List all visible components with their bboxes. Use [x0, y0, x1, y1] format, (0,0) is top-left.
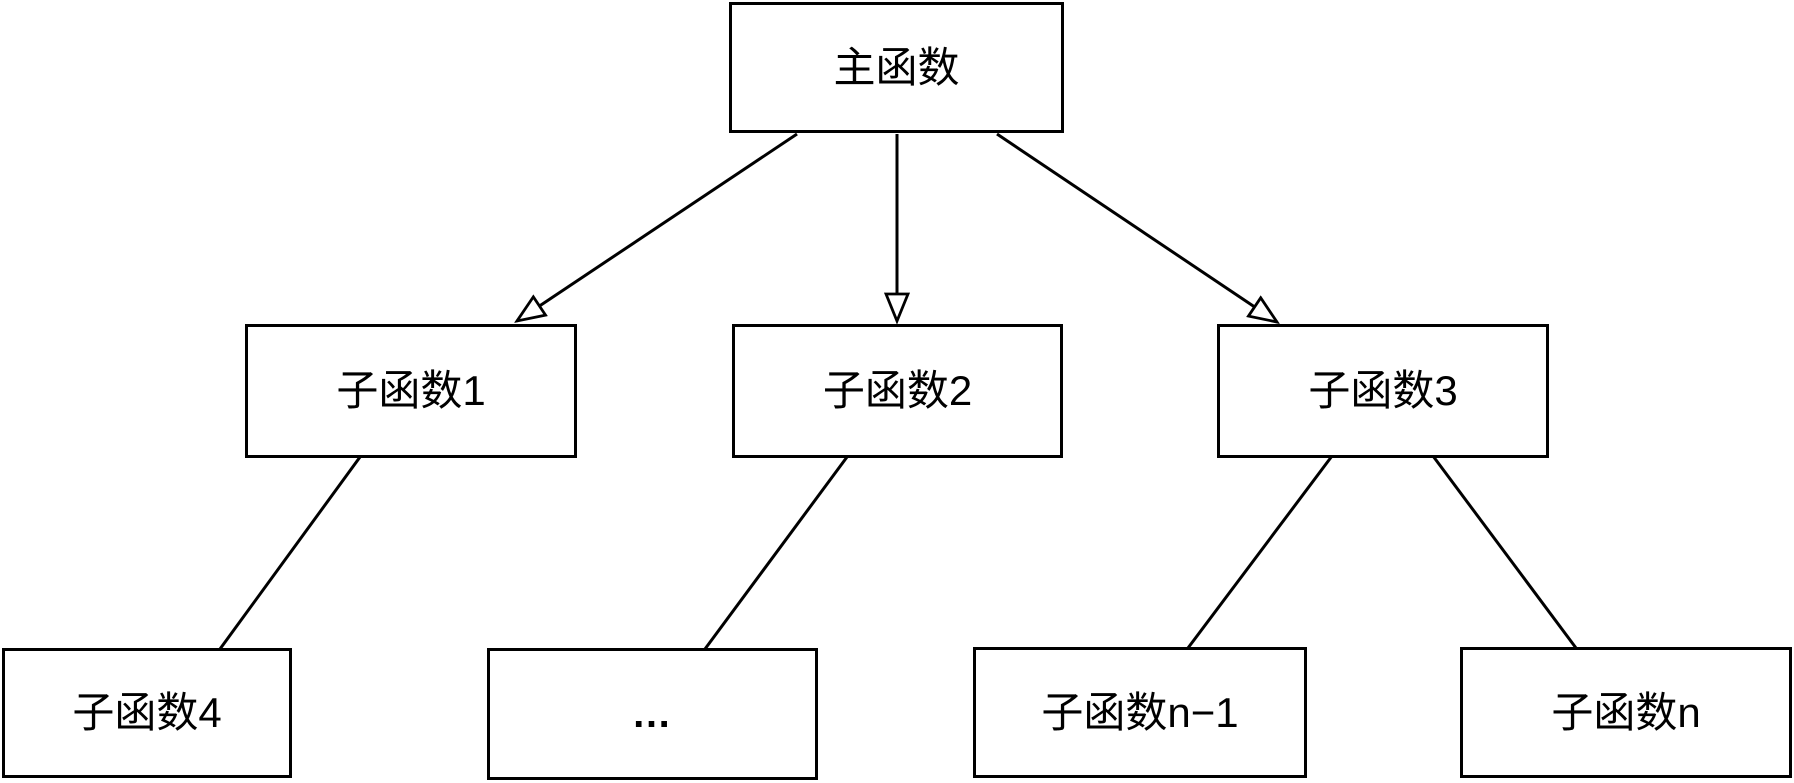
node-label: 子函数2	[822, 367, 973, 414]
node-subfunction-n: 子函数n	[1460, 647, 1792, 778]
node-subfunction-3: 子函数3	[1217, 324, 1549, 458]
node-label: 子函数n	[1551, 688, 1701, 736]
node-subfunction-1: 子函数1	[245, 324, 577, 458]
node-label: 子函数n−1	[1041, 688, 1239, 736]
node-main-function: 主函数	[729, 2, 1064, 133]
node-subfunction-n-minus-1: 子函数n−1	[973, 647, 1307, 778]
edge-main-sub3	[996, 132, 1277, 322]
edge-sub3-subn	[1431, 455, 1578, 649]
edge-sub3-subn1	[1186, 455, 1334, 649]
edge-sub2-ellipsis	[703, 456, 849, 650]
node-subfunction-4: 子函数4	[2, 648, 292, 778]
node-subfunction-2: 子函数2	[732, 324, 1063, 458]
node-label: 子函数1	[336, 367, 486, 414]
edge-main-sub1	[517, 132, 798, 321]
node-label: 子函数3	[1308, 367, 1458, 414]
node-ellipsis: …	[487, 648, 818, 780]
node-label: 子函数4	[72, 689, 222, 736]
node-label: …	[631, 692, 674, 736]
edge-sub1-sub4	[218, 456, 362, 650]
node-label: 主函数	[833, 43, 960, 91]
